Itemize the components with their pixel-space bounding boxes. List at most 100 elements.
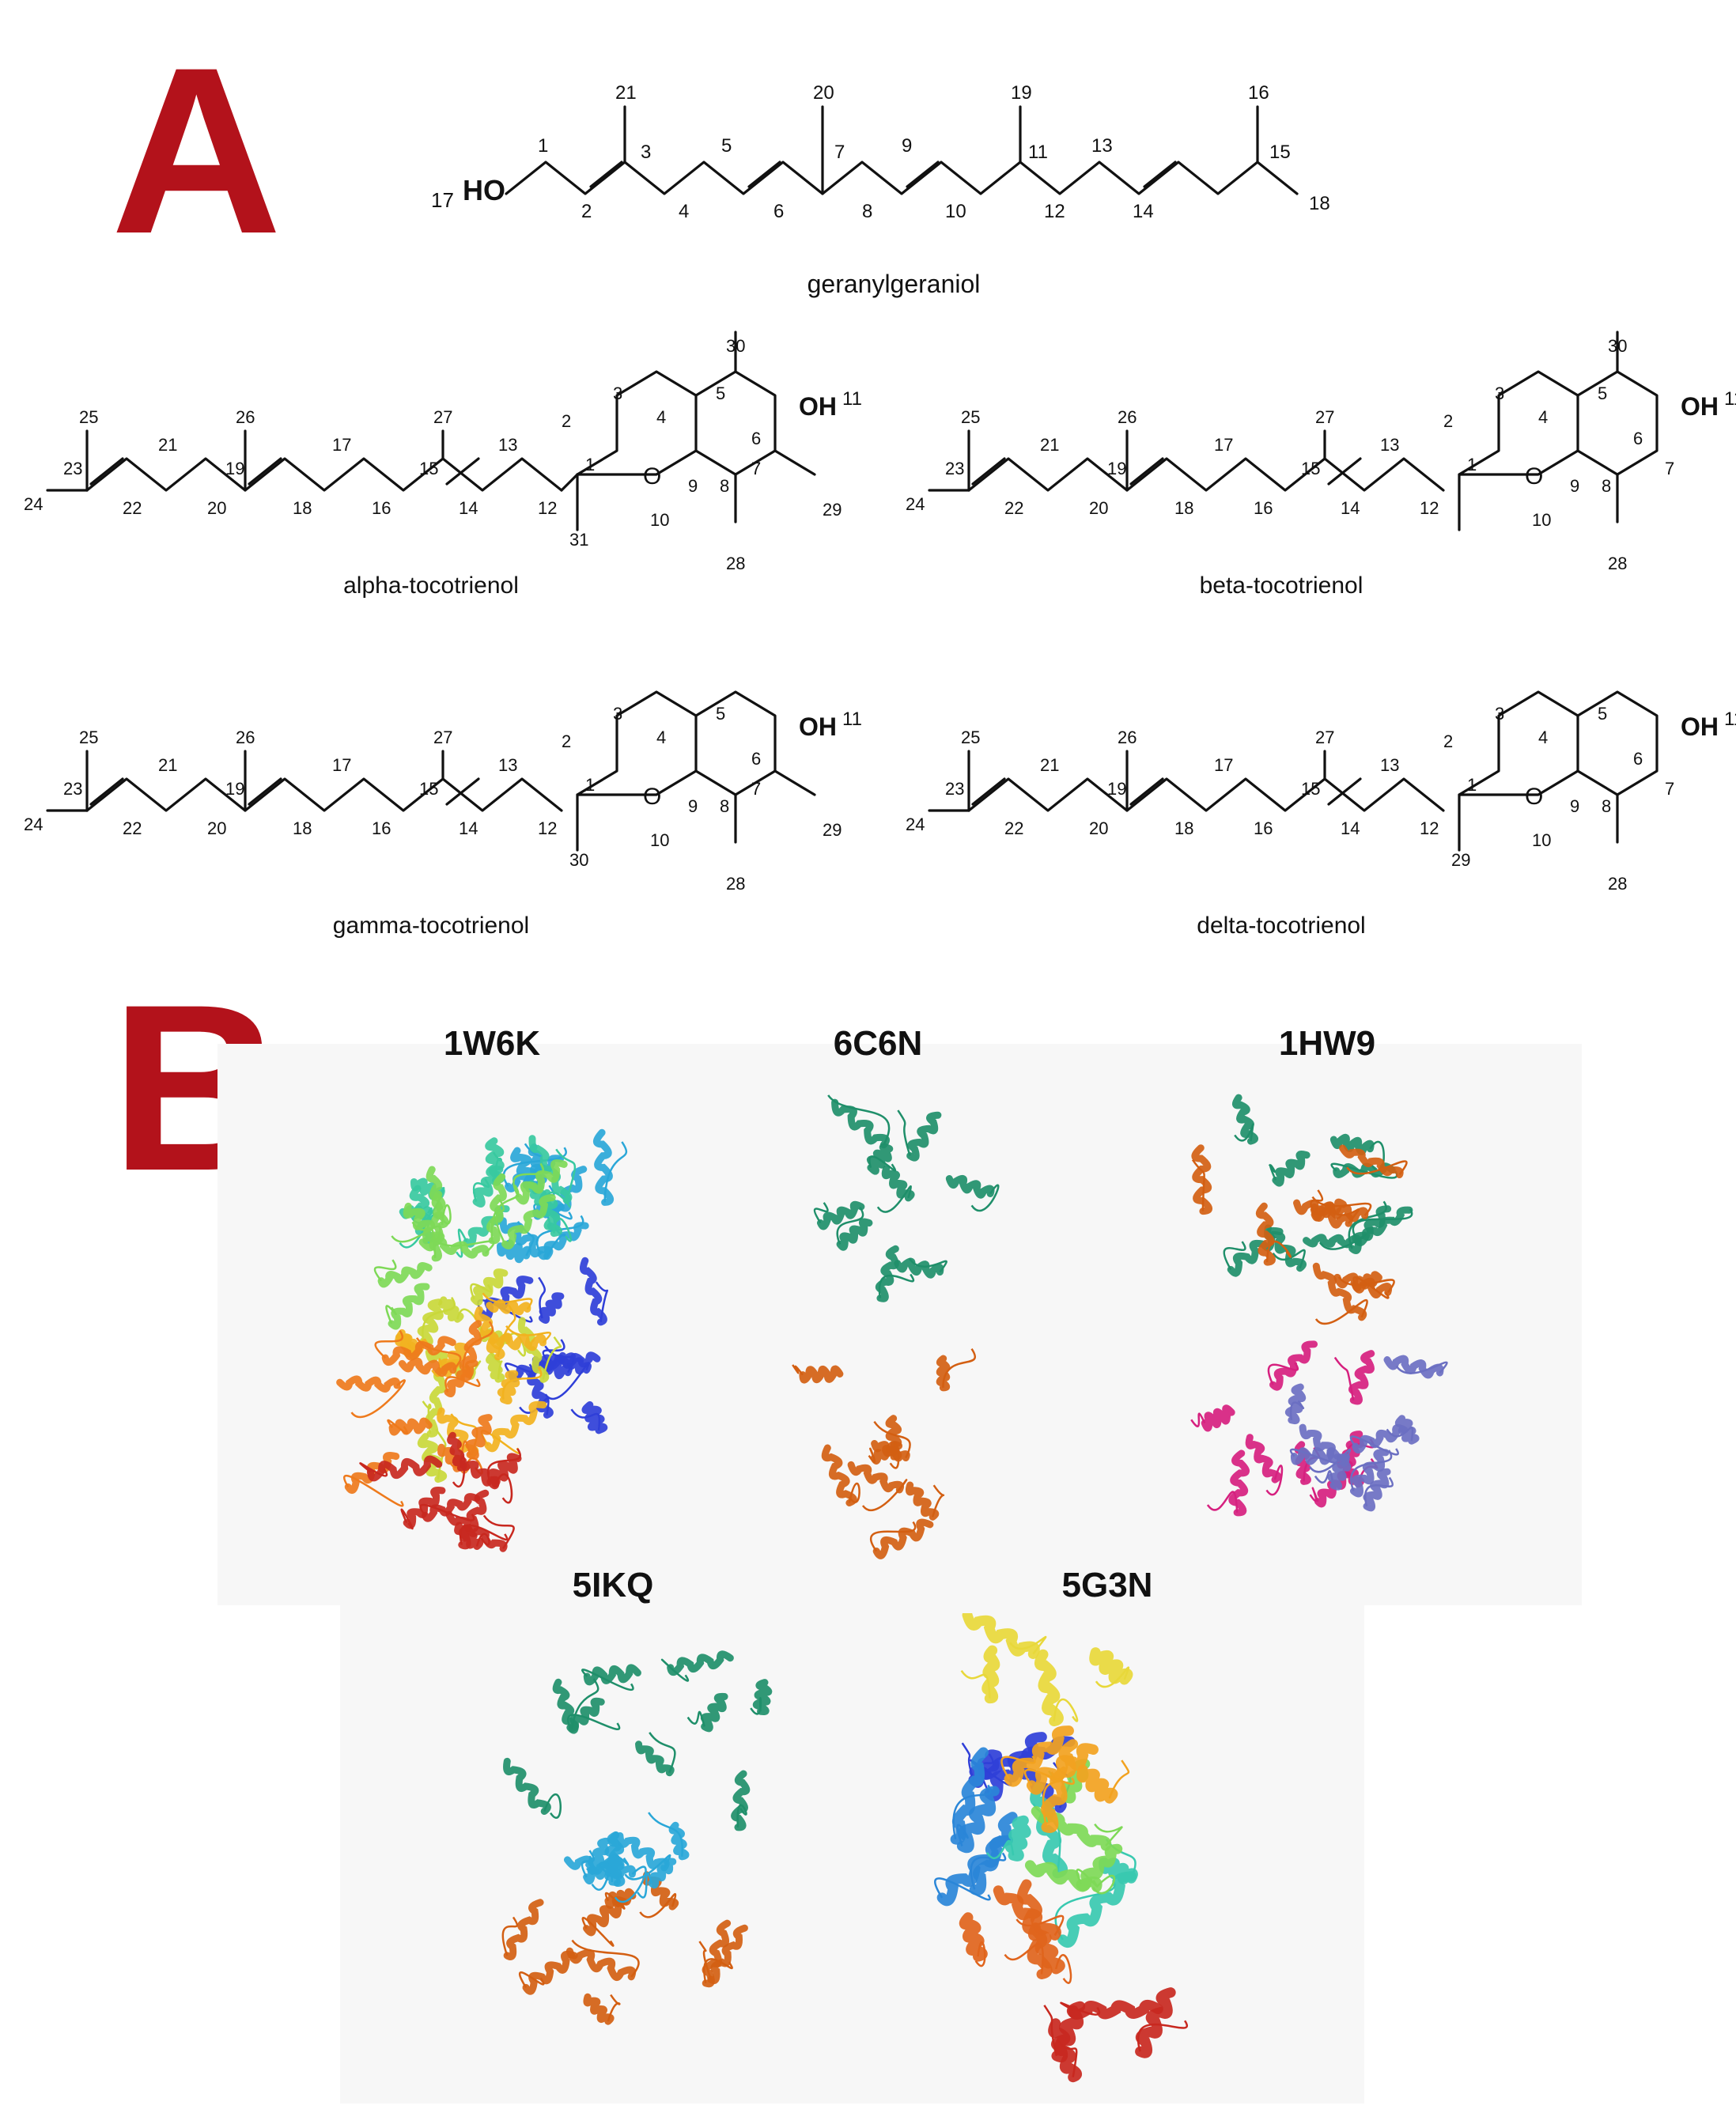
ribbon-segment — [1057, 1871, 1137, 1948]
atom-label: 6 — [1633, 749, 1643, 769]
ribbon-segment — [962, 1613, 1040, 1659]
atom-label: 13 — [1380, 435, 1399, 455]
coil-segment — [431, 1358, 444, 1378]
coil-segment — [591, 1869, 614, 1891]
atom-label: 5 — [716, 384, 725, 403]
atom-label: 6 — [751, 749, 761, 769]
coil-segment — [1309, 1487, 1319, 1502]
ribbon-segment — [388, 1283, 430, 1330]
atom-label: 23 — [945, 779, 964, 799]
coil-segment — [1272, 1249, 1306, 1269]
ribbon-segment — [497, 1370, 520, 1404]
coil-segment — [698, 1941, 712, 1980]
coil-segment — [637, 1872, 652, 1899]
atom-label: 28 — [1608, 874, 1627, 894]
coil-segment — [570, 1408, 601, 1431]
pdb-id-label: 1HW9 — [1278, 1024, 1376, 1063]
chemical-structures-panel: 17 HO 1 2 3 4 5 6 7 8 9 10 11 12 13 14 1… — [24, 82, 1736, 939]
coil-segment — [897, 1109, 911, 1156]
atom-label: 1 — [1467, 455, 1477, 474]
coil-segment — [1310, 1189, 1324, 1215]
atom-label: 4 — [1538, 728, 1548, 747]
atom-label: 25 — [961, 407, 980, 427]
ribbon-segment — [501, 1193, 556, 1249]
coil-segment — [1108, 1759, 1130, 1799]
coil-segment — [553, 1217, 572, 1242]
ribbon-segment — [894, 1257, 944, 1279]
ribbon-segment — [867, 1143, 894, 1175]
ribbon-segment — [489, 1332, 547, 1351]
atom-label: 24 — [906, 814, 925, 834]
ribbon-segment — [836, 1218, 873, 1251]
atom-label: 23 — [945, 459, 964, 478]
coil-segment — [1000, 1755, 1036, 1780]
atom-label: 13 — [498, 755, 517, 775]
ribbon-segment — [1135, 1987, 1176, 2058]
coil-segment — [422, 1296, 456, 1342]
atom-label: 17 — [431, 188, 454, 212]
ribbon-segment — [587, 1837, 611, 1875]
ribbon-segment — [377, 1262, 433, 1288]
atom-label: 27 — [1315, 728, 1334, 747]
atom-label: 2 — [1443, 411, 1453, 431]
coil-segment — [1043, 2005, 1058, 2057]
coil-segment — [571, 1939, 640, 1978]
coil-segment — [581, 1916, 615, 1947]
atom-label: 8 — [1602, 476, 1611, 496]
atom-label: 20 — [1089, 498, 1108, 518]
ribbon-segment — [700, 1692, 728, 1733]
atom-label: 27 — [433, 728, 452, 747]
coil-segment — [1265, 1240, 1292, 1263]
atom-label: 9 — [1570, 796, 1579, 816]
coil-segment — [472, 1178, 490, 1202]
atom-label: 8 — [862, 201, 872, 222]
ribbon-segment — [425, 1166, 449, 1229]
coil-segment — [462, 1321, 494, 1378]
ribbon-segment — [1299, 1423, 1350, 1468]
coil-segment — [542, 1339, 565, 1364]
atom-label: 9 — [1570, 476, 1579, 496]
atom-label: 21 — [1040, 755, 1059, 775]
atom-label: 21 — [158, 435, 177, 455]
atom-label: 22 — [1004, 818, 1023, 838]
coil-segment — [1350, 1449, 1393, 1492]
ribbon-segment — [635, 1740, 675, 1777]
coil-segment — [359, 1462, 388, 1477]
ribbon-segment — [1016, 1879, 1053, 1979]
atom-label: 1 — [585, 455, 595, 474]
atom-label: 11 — [842, 388, 862, 410]
atom-label: 8 — [720, 796, 729, 816]
atom-label: 27 — [1315, 407, 1334, 427]
coil-segment — [848, 1482, 860, 1503]
molecule-name: alpha-tocotrienol — [343, 573, 519, 599]
atom-label: 21 — [1040, 435, 1059, 455]
coil-segment — [603, 1141, 628, 1203]
atom-label: 3 — [1495, 384, 1504, 403]
coil-segment — [614, 1865, 647, 1903]
coil-segment — [873, 1420, 911, 1459]
atom-label: 16 — [372, 498, 391, 518]
ribbon-segment — [1089, 1647, 1133, 1685]
ribbon-segment — [583, 1895, 628, 1937]
atom-label: 18 — [1309, 193, 1330, 214]
protein-structure-5ikq — [501, 1650, 773, 2025]
protein-structure-1hw9 — [1190, 1094, 1448, 1517]
coil-segment — [581, 1669, 634, 1691]
coil-segment — [750, 1697, 762, 1715]
ribbon-segment — [465, 1414, 493, 1460]
hydroxyl-label: OH — [799, 712, 837, 741]
coil-segment — [555, 1148, 577, 1201]
coil-segment — [960, 1669, 991, 1699]
atom-label: 7 — [1665, 459, 1674, 478]
atom-label: 18 — [1174, 818, 1193, 838]
atom-label: 12 — [1420, 818, 1439, 838]
pdb-id-label: 6C6N — [833, 1024, 923, 1063]
atom-label: 2 — [562, 411, 571, 431]
atom-label: 21 — [615, 82, 637, 104]
ribbon-segment — [528, 1135, 573, 1204]
atom-label: 7 — [751, 459, 761, 478]
atom-label: 25 — [79, 728, 98, 747]
coil-segment — [1364, 1476, 1394, 1507]
ribbon-segment — [847, 1461, 905, 1494]
atom-label: 17 — [332, 435, 351, 455]
